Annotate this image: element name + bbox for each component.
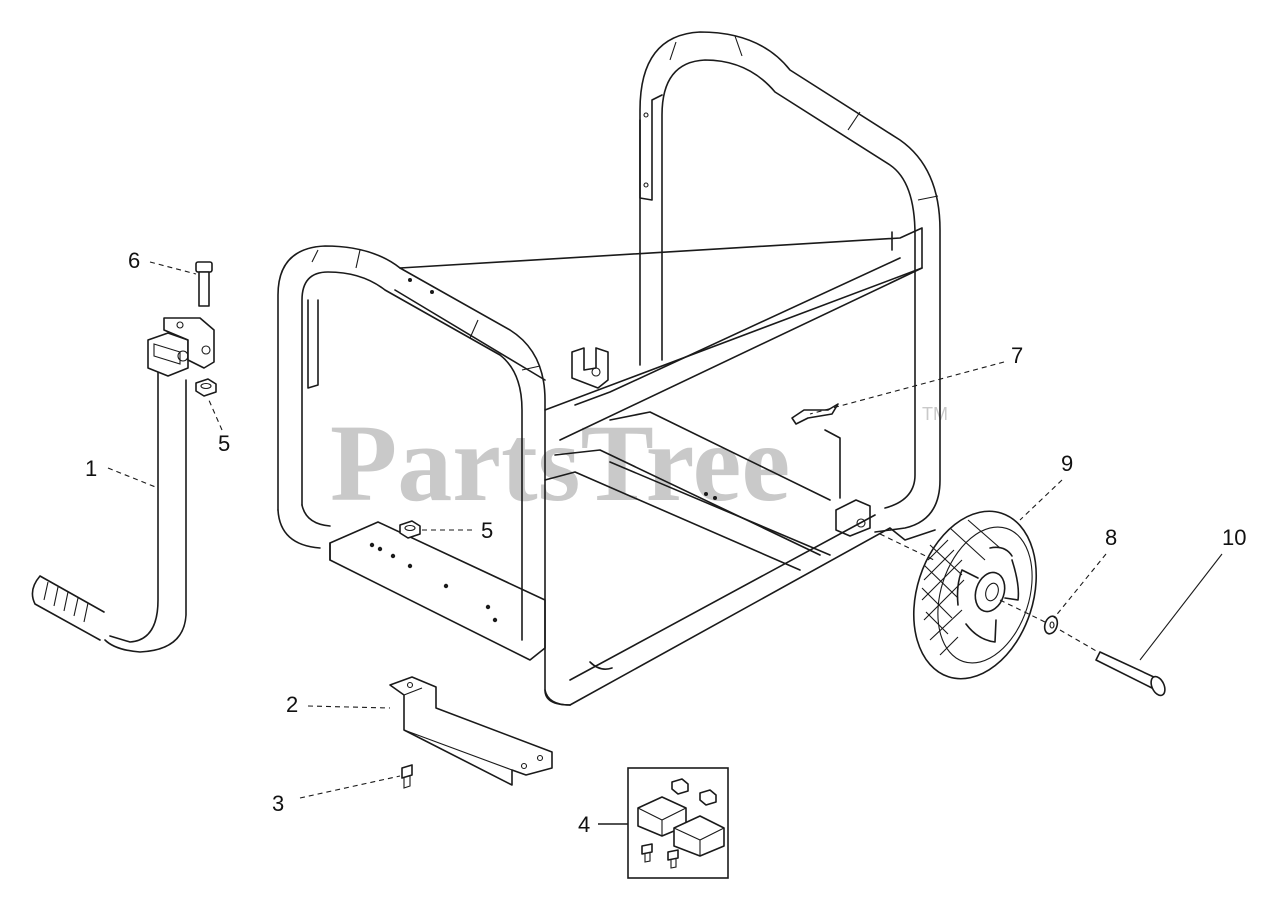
bolt-6	[195, 261, 213, 307]
cable-tie-7	[791, 403, 839, 425]
callout-7: 7	[1011, 343, 1023, 368]
callout-5a: 5	[218, 431, 230, 456]
callouts: 1 2 3 4 5 5 6 7 8 9 10	[85, 248, 1246, 837]
washer-8	[1043, 615, 1059, 635]
screw-3	[401, 764, 413, 789]
frame-base-plate	[329, 521, 546, 661]
callout-6: 6	[128, 248, 140, 273]
watermark: PartsTree TM	[330, 402, 948, 524]
handle-bracket	[147, 332, 189, 377]
callout-10: 10	[1222, 525, 1246, 550]
frame-bottom-rail-outer	[569, 527, 936, 706]
callout-9: 9	[1061, 451, 1073, 476]
frame-rear-upright-inner	[661, 59, 916, 509]
callout-2: 2	[286, 692, 298, 717]
callout-3: 3	[272, 791, 284, 816]
support-bracket-part	[389, 676, 553, 786]
watermark-tm: TM	[922, 404, 948, 424]
callout-8: 8	[1105, 525, 1117, 550]
handle-part	[31, 317, 215, 653]
leader-lines	[107, 261, 1223, 825]
kit-box-frame	[627, 767, 729, 879]
handle-grip	[31, 575, 105, 641]
callout-1: 1	[85, 456, 97, 481]
frame-front-loop-inner	[301, 271, 523, 641]
nut-5a	[195, 378, 217, 397]
wheel-9	[912, 510, 1038, 680]
frame-center-bracket	[571, 347, 609, 389]
nut-5b	[399, 520, 421, 539]
watermark-text: PartsTree	[330, 402, 790, 524]
axle-pin-10	[1095, 651, 1166, 697]
frame-top-crossbar	[399, 227, 923, 441]
mount-kit-box	[627, 767, 729, 879]
frame-rear-upright-outer	[639, 31, 941, 533]
callout-4: 4	[578, 812, 590, 837]
callout-5b: 5	[481, 518, 493, 543]
frame-rear-plate	[639, 94, 663, 201]
frame-rear-bracket	[835, 499, 871, 537]
frame	[277, 31, 941, 706]
